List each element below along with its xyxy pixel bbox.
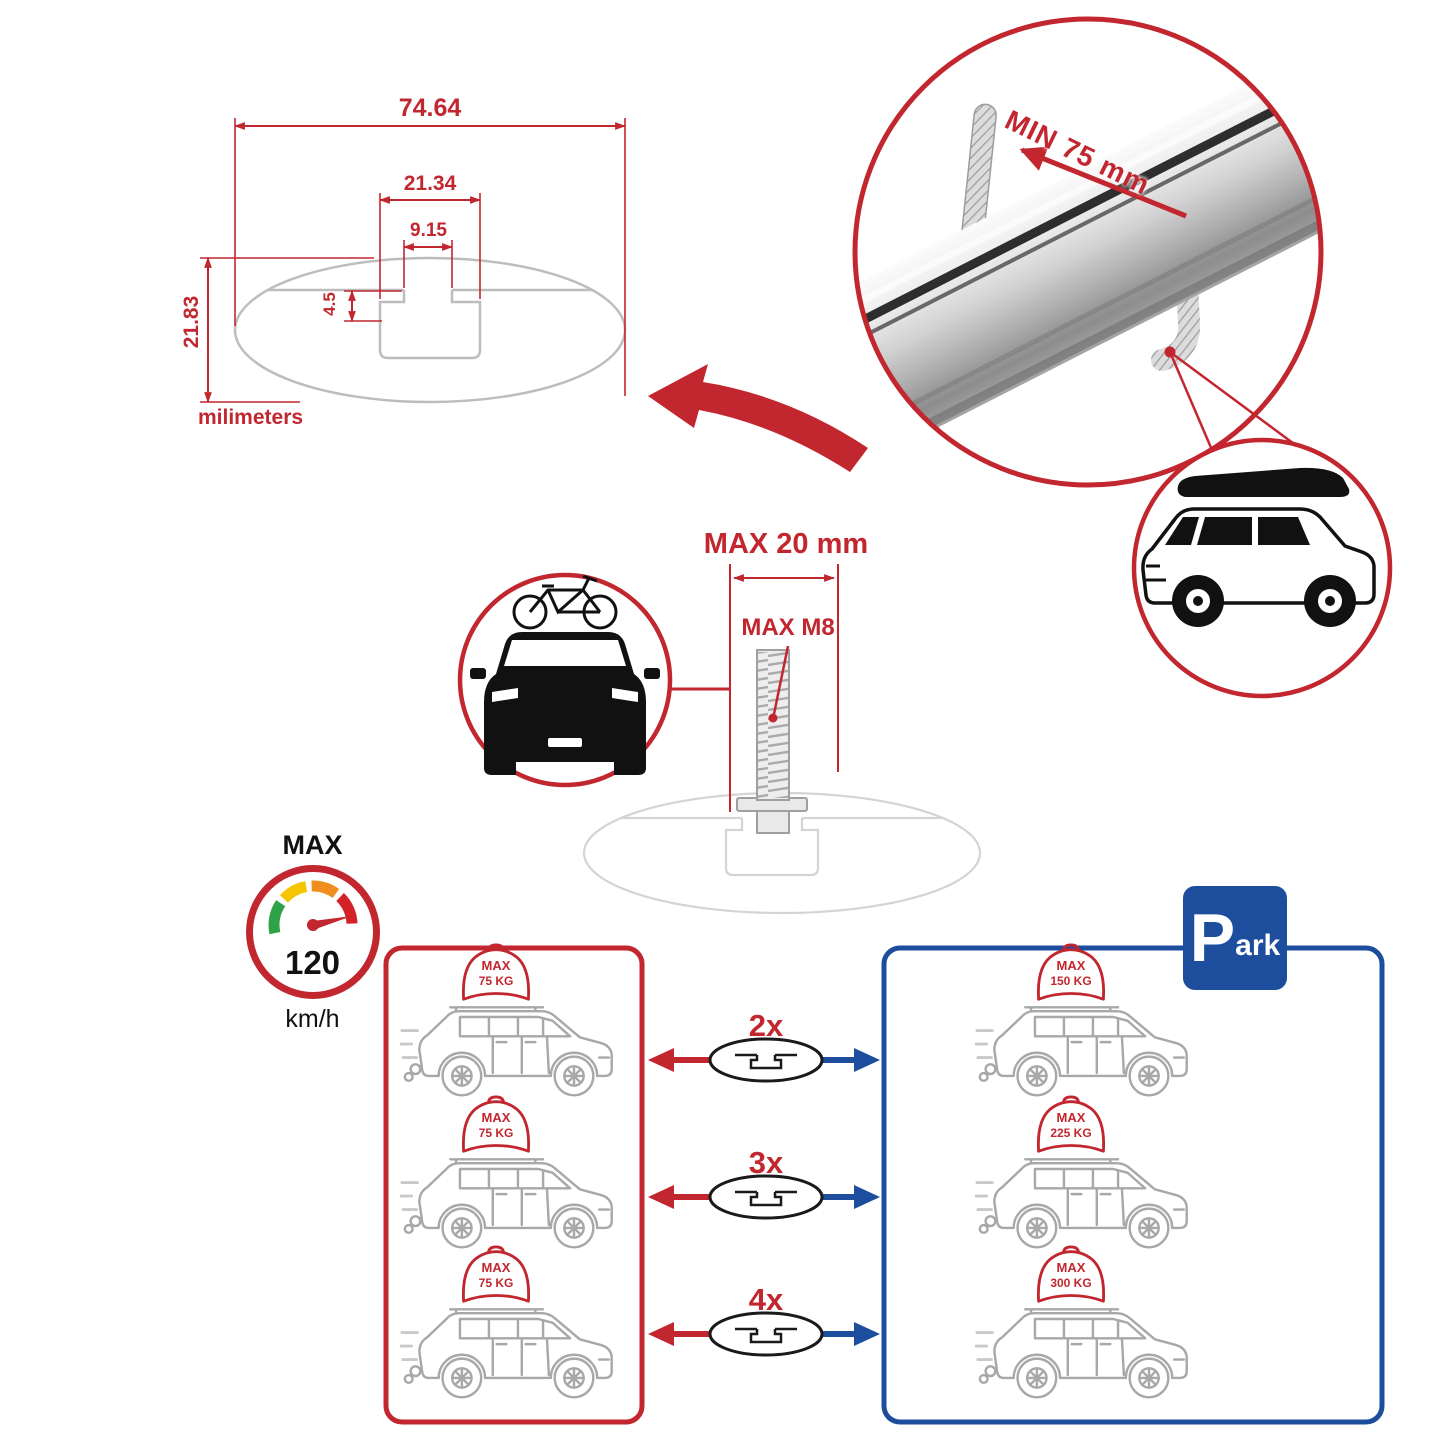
gauge-unit: km/h [285, 1005, 340, 1033]
dim-slot-inner: 9.15 [410, 220, 447, 241]
park-sign-rest: ark [1235, 929, 1281, 962]
gauge-dial: 120 [245, 865, 380, 999]
gauge-arcs [268, 880, 357, 935]
park-sign-initial: P [1189, 900, 1236, 976]
magnifier-circle [852, 16, 1324, 488]
bike-icon [512, 574, 618, 630]
load-comparison [383, 943, 1385, 1425]
crossbar-photo-circle [852, 16, 1341, 488]
per-bar-load-label: MAX 75 KG [478, 958, 514, 988]
crossbar-count-arrow [648, 1311, 880, 1357]
t-slot-profile [378, 290, 482, 360]
crossbar-count-arrow [648, 1174, 880, 1220]
car-front-silhouette [484, 632, 646, 775]
aluminum-crossbar [857, 21, 1319, 483]
gauge-needle [312, 916, 352, 930]
multiplier-label: 4x [748, 1282, 784, 1317]
u-bolt-hook-right [1151, 201, 1201, 371]
dim-total-width: 74.64 [398, 94, 462, 122]
bolt-max-thread-label: MAX M8 [741, 614, 835, 641]
callout-arrow [648, 364, 868, 472]
gauge-max-label: MAX [282, 830, 343, 860]
car-bike-circle [457, 572, 673, 788]
total-load-label: MAX 150 KG [1050, 958, 1092, 988]
profile-ellipse [233, 256, 627, 404]
per-bar-load-label: MAX 75 KG [478, 1260, 514, 1290]
crossbar-count-arrow [648, 1037, 880, 1083]
dim-slot-depth: 4.5 [320, 292, 339, 316]
dim-total-height: 21.83 [180, 295, 203, 349]
crossbar-dimension-diagram [200, 118, 627, 404]
per-bar-load-label: MAX 75 KG [478, 1110, 514, 1140]
total-load-label: MAX 225 KG [1050, 1110, 1092, 1140]
multiplier-label: 3x [748, 1145, 784, 1180]
gauge-value: 120 [284, 944, 341, 981]
roof-box [1177, 467, 1350, 497]
total-load-label: MAX 300 KG [1050, 1260, 1092, 1290]
min-spacing-arrow [1019, 146, 1187, 219]
car-roofbox-circle [1131, 437, 1393, 699]
bolt-diagram [582, 564, 982, 915]
dim-units-label: milimeters [198, 406, 304, 429]
multiplier-label: 2x [748, 1008, 784, 1043]
speed-gauge: MAX 120 km/h [240, 830, 385, 1034]
bolt-max-length-label: MAX 20 mm [703, 528, 869, 560]
dim-slot-outer: 21.34 [403, 172, 457, 195]
